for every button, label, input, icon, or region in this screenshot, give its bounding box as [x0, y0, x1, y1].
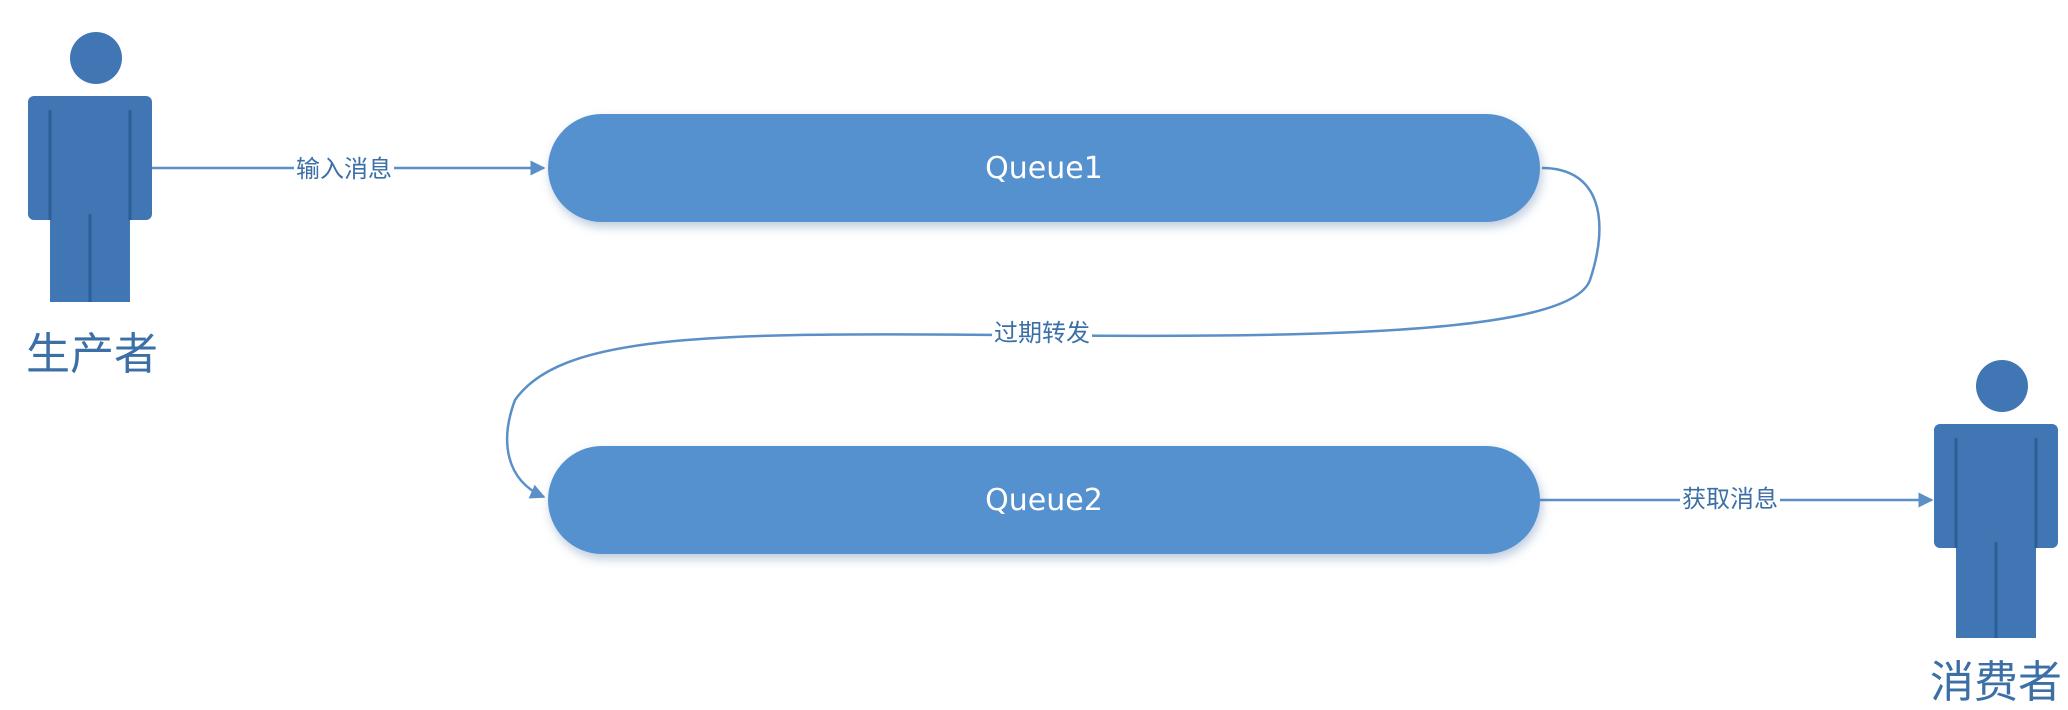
fetch-message-label: 获取消息 — [1680, 484, 1780, 514]
queue1-node: Queue1 — [548, 114, 1540, 222]
queue2-node: Queue2 — [548, 446, 1540, 554]
consumer-icon — [1934, 360, 2058, 638]
input-message-label: 输入消息 — [294, 154, 394, 184]
producer-label: 生产者 — [26, 329, 158, 380]
producer-icon — [28, 32, 152, 302]
queue1-label: Queue1 — [985, 150, 1103, 186]
queue2-label: Queue2 — [985, 482, 1103, 518]
consumer-label: 消费者 — [1930, 657, 2062, 708]
expire-forward-label: 过期转发 — [992, 318, 1092, 348]
